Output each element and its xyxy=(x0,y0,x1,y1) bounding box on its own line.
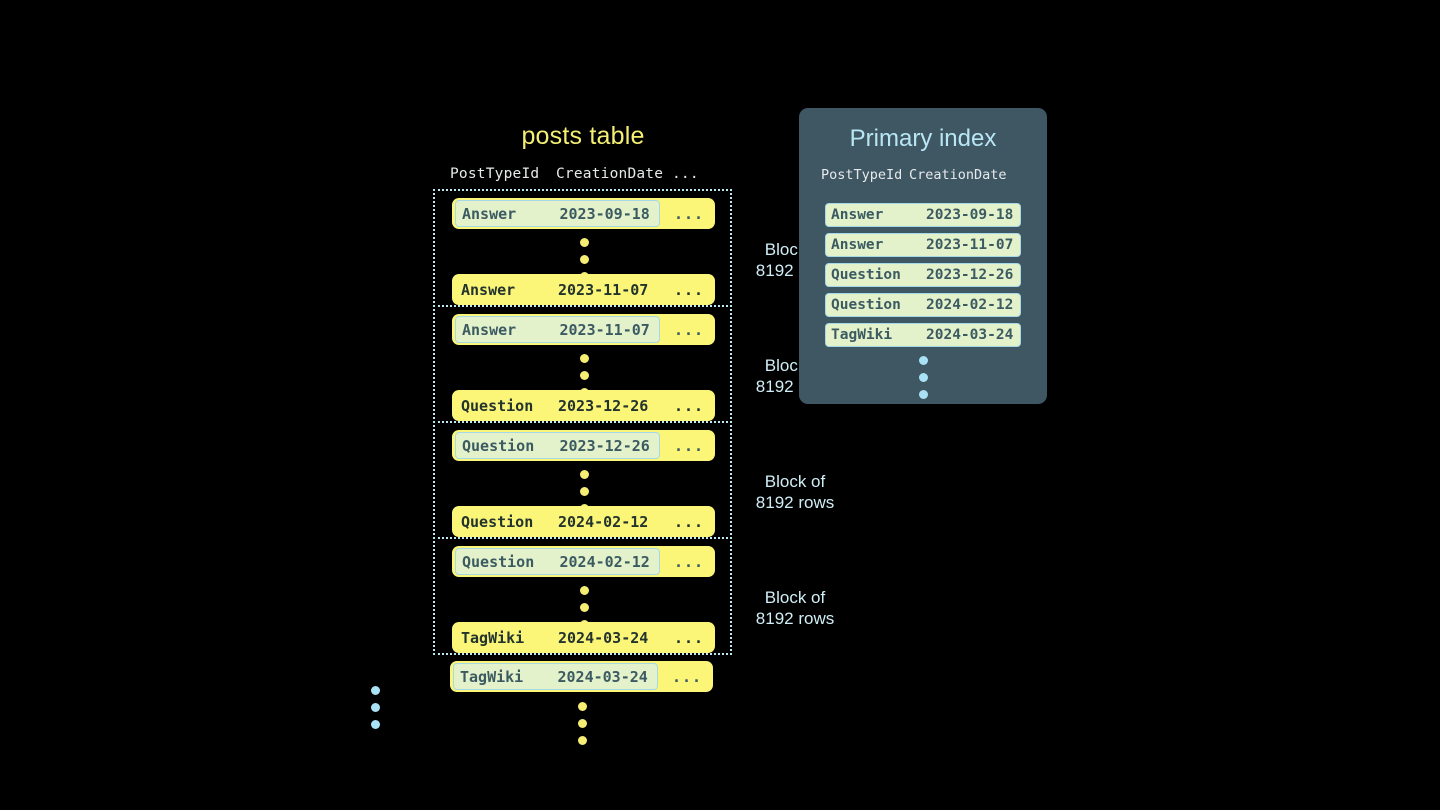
posts-table-column-headers: PostTypeId CreationDate ... xyxy=(450,166,713,182)
index-mark-highlight: TagWiki 2024-03-24 xyxy=(453,663,658,690)
block-label-line2: 8192 rows xyxy=(755,609,835,628)
index-row: Answer 2023-09-18 xyxy=(825,203,1021,227)
cell-ellipsis: ... xyxy=(674,280,705,299)
cell-creationdate: 2023-09-18 xyxy=(926,207,1014,223)
cell-creationdate: 2023-09-18 xyxy=(559,204,650,223)
posts-table-title: posts table xyxy=(521,122,645,150)
cell-creationdate: 2023-11-07 xyxy=(558,280,649,299)
vertical-ellipsis-icon xyxy=(578,702,587,745)
cell-posttypeid: Answer xyxy=(831,237,884,253)
index-mark-highlight: Answer 2023-11-07 xyxy=(455,316,660,343)
cell-creationdate: 2024-03-24 xyxy=(557,667,648,686)
column-header-creationdate: CreationDate xyxy=(556,166,664,182)
cell-posttypeid: Answer xyxy=(462,320,517,339)
cell-posttypeid: Question xyxy=(831,297,901,313)
table-row: TagWiki 2024-03-24 ... xyxy=(452,622,715,653)
cell-posttypeid: Question xyxy=(461,396,534,415)
cell-posttypeid: Question xyxy=(462,552,535,571)
cell-creationdate: 2024-02-12 xyxy=(559,552,650,571)
table-row: Question 2023-12-26 ... xyxy=(452,390,715,421)
cell-creationdate: 2023-12-26 xyxy=(558,396,649,415)
table-row: Question 2023-12-26 ... Question 2023-12… xyxy=(452,430,715,461)
cell-ellipsis: ... xyxy=(674,396,705,415)
cell-ellipsis: ... xyxy=(674,320,705,339)
column-header-creationdate: CreationDate xyxy=(909,167,1007,183)
block-label-line2: 8192 rows xyxy=(755,493,835,512)
table-row: Question 2024-02-12 ... xyxy=(452,506,715,537)
cell-ellipsis: ... xyxy=(674,512,705,531)
index-mark-highlight: Answer 2023-09-18 xyxy=(455,200,660,227)
cell-ellipsis: ... xyxy=(674,204,705,223)
table-row: Answer 2023-09-18 ... Answer 2023-09-18 xyxy=(452,198,715,229)
table-block-2: Answer 2023-11-07 ... Answer 2023-11-07 … xyxy=(433,305,834,423)
index-mark-highlight: Question 2024-02-12 xyxy=(455,548,660,575)
cell-creationdate: 2024-03-24 xyxy=(558,628,649,647)
cell-posttypeid: Question xyxy=(462,436,535,455)
cell-ellipsis: ... xyxy=(674,552,705,571)
block-label: Block of 8192 rows xyxy=(735,471,855,513)
cell-posttypeid: TagWiki xyxy=(831,327,893,343)
cell-posttypeid: Question xyxy=(461,512,534,531)
cell-creationdate: 2024-02-12 xyxy=(926,297,1014,313)
cell-creationdate: 2023-11-07 xyxy=(559,320,650,339)
cell-posttypeid: Question xyxy=(831,267,901,283)
table-row: Answer 2023-11-07 ... Answer 2023-11-07 xyxy=(452,314,715,345)
table-row: Question 2024-02-12 ... Question 2024-02… xyxy=(452,546,715,577)
cell-ellipsis: ... xyxy=(674,436,705,455)
index-row: Question 2023-12-26 xyxy=(825,263,1021,287)
table-block-3: Question 2023-12-26 ... Question 2023-12… xyxy=(433,421,834,539)
cell-creationdate: 2023-11-07 xyxy=(926,237,1014,253)
index-row: TagWiki 2024-03-24 xyxy=(825,323,1021,347)
cell-posttypeid: TagWiki xyxy=(461,628,525,647)
block-label-line1: Block of xyxy=(764,472,826,491)
cell-creationdate: 2024-02-12 xyxy=(558,512,649,531)
primary-index-panel: Primary index PostTypeId CreationDate An… xyxy=(799,108,1047,404)
cell-posttypeid: Answer xyxy=(831,207,884,223)
table-block-1: Answer 2023-09-18 ... Answer 2023-09-18 … xyxy=(433,189,834,307)
column-header-posttypeid: PostTypeId xyxy=(450,166,540,182)
table-row: Answer 2023-11-07 ... xyxy=(452,274,715,305)
index-column-headers: PostTypeId CreationDate xyxy=(821,167,1025,183)
primary-index-title: Primary index xyxy=(849,125,997,152)
cell-ellipsis: ... xyxy=(672,667,703,686)
index-row: Answer 2023-11-07 xyxy=(825,233,1021,257)
cell-creationdate: 2024-03-24 xyxy=(926,327,1014,343)
index-mark-highlight: Question 2023-12-26 xyxy=(455,432,660,459)
cell-posttypeid: Answer xyxy=(461,280,516,299)
block-label: Block of 8192 rows xyxy=(735,587,855,629)
index-row: Question 2024-02-12 xyxy=(825,293,1021,317)
cell-posttypeid: TagWiki xyxy=(460,667,524,686)
cell-creationdate: 2023-12-26 xyxy=(926,267,1014,283)
cell-creationdate: 2023-12-26 xyxy=(559,436,650,455)
column-header-ellipsis: ... xyxy=(672,166,699,182)
column-header-posttypeid: PostTypeId xyxy=(821,167,903,183)
vertical-ellipsis-icon xyxy=(371,686,380,729)
table-row: TagWiki 2024-03-24 ... TagWiki 2024-03-2… xyxy=(450,661,713,692)
table-block-4: Question 2024-02-12 ... Question 2024-02… xyxy=(433,537,834,655)
cell-ellipsis: ... xyxy=(674,628,705,647)
vertical-ellipsis-icon xyxy=(919,356,928,399)
cell-posttypeid: Answer xyxy=(462,204,517,223)
block-label-line1: Block of xyxy=(764,588,826,607)
